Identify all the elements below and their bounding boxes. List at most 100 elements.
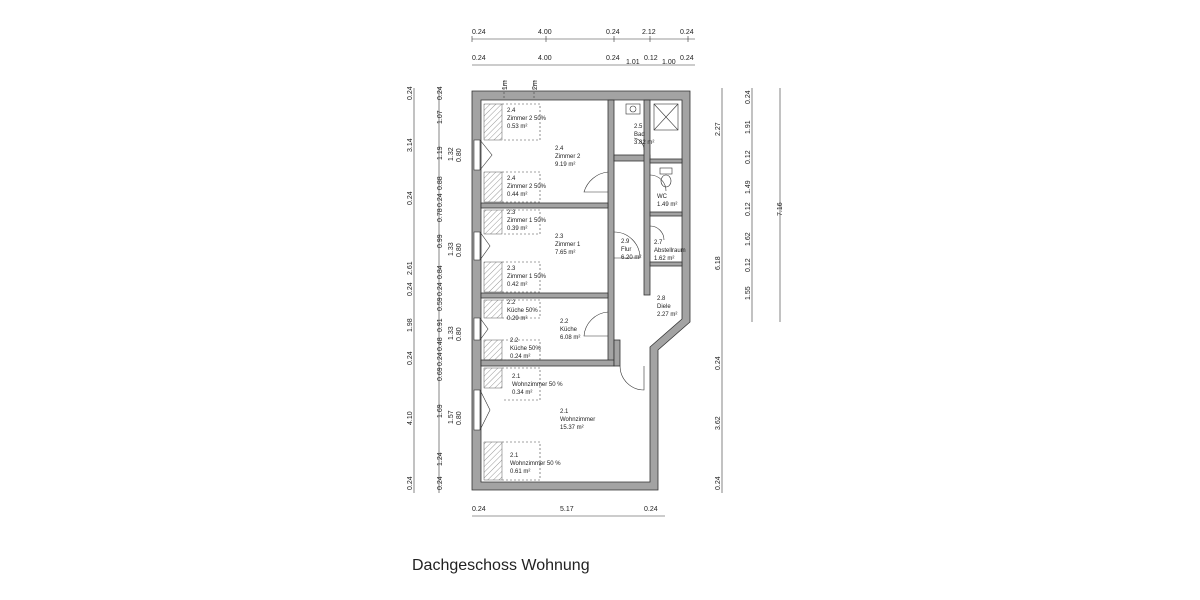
room-name: Küche: [560, 327, 578, 333]
room-area: 3.82 m²: [634, 140, 654, 146]
dim-left1-label: 1.98: [407, 318, 414, 332]
dim-bottom-label: 0.24: [644, 506, 658, 513]
room-area: 1.62 m²: [654, 256, 674, 262]
room-id: WC: [657, 194, 668, 200]
dim-bottom-label: 0.24: [472, 506, 486, 513]
dim-top2-label: 0.24: [680, 55, 694, 62]
dim-right1-label: 0.24: [715, 476, 722, 490]
dim-top1-label: 0.24: [680, 29, 694, 36]
right-dimensions: [721, 88, 781, 493]
dim-left1-label: 0.24: [407, 476, 414, 490]
room-id: 2.1: [512, 374, 521, 380]
room-area: 2.27 m²: [657, 312, 677, 318]
room-name: Zimmer 1 50%: [507, 218, 547, 224]
dim-top1-label: 2.12: [642, 29, 656, 36]
dim-right2-label: 0.24: [745, 90, 752, 104]
fifty-percent-boundaries: [502, 80, 541, 481]
room-area: 0.53 m²: [507, 124, 527, 130]
dim-right2-label: 1.62: [745, 232, 752, 246]
dim-left2-label: 1.07: [437, 110, 444, 124]
dim-top2-label: 0.24: [472, 55, 486, 62]
room-name: Zimmer 1 50%: [507, 274, 547, 280]
room-area: 7.65 m²: [555, 250, 575, 256]
dim-top2-label: 0.12: [644, 55, 658, 62]
dim-top2-label: 4.00: [538, 55, 552, 62]
room-id: 2.8: [657, 296, 666, 302]
room-id: 2.3: [507, 266, 516, 272]
room-id: 2.5: [634, 124, 643, 130]
dim-right2-label: 1.55: [745, 286, 752, 300]
room-name: Zimmer 2 50%: [507, 184, 547, 190]
room-id: 2.3: [555, 234, 564, 240]
room-id: 2.4: [507, 108, 516, 114]
dim-right3-label: 7.16: [777, 202, 784, 216]
room-id: 2.4: [555, 146, 564, 152]
dim-left2-label: 0.24: [437, 352, 444, 366]
dim-top2-label: 0.24: [606, 55, 620, 62]
left-dimensions: [413, 88, 440, 493]
dim-left3-label: 1.32: [448, 147, 455, 161]
interior-walls: [480, 99, 683, 367]
dim-left2-label: 0.91: [437, 318, 444, 332]
room-name: Wohnzimmer: [560, 417, 595, 423]
dim-right2-label: 0.12: [745, 202, 752, 216]
dim-top1-label: 0.24: [606, 29, 620, 36]
room-area: 0.61 m²: [510, 469, 530, 475]
room-area: 0.29 m²: [507, 316, 527, 322]
dim-top-small-label: 1m: [502, 80, 509, 90]
dim-top2-label: 1.01: [626, 59, 640, 66]
dim-left2-label: 0.84: [437, 265, 444, 279]
dim-left2-label: 0.24: [437, 476, 444, 490]
room-name: Küche 50%: [510, 346, 541, 352]
plan-caption: Dachgeschoss Wohnung: [412, 557, 590, 574]
top-dimensions: [472, 38, 695, 66]
dim-left1-label: 0.24: [407, 86, 414, 100]
dim-left1-label: 0.24: [407, 282, 414, 296]
dim-bottom-label: 5.17: [560, 506, 574, 513]
dim-top1-label: 0.24: [472, 29, 486, 36]
dim-left3-label: 0.80: [456, 243, 463, 257]
dim-left1-label: 0.24: [407, 191, 414, 205]
room-area: 0.39 m²: [507, 226, 527, 232]
dim-right2-label: 1.91: [745, 120, 752, 134]
dim-left2-label: 0.78: [437, 208, 444, 222]
dim-left3-label: 0.80: [456, 327, 463, 341]
dim-left3-label: 0.80: [456, 411, 463, 425]
dim-left1-label: 3.14: [407, 138, 414, 152]
windows: [473, 139, 493, 431]
dim-left3-label: 1.57: [448, 410, 455, 424]
room-name: Diele: [657, 304, 671, 310]
room-area: 0.44 m²: [507, 192, 527, 198]
room-name: Flur: [621, 247, 631, 253]
room-id: 2.7: [654, 240, 663, 246]
room-id: 2.9: [621, 239, 630, 245]
room-name: Wohnzimmer 50 %: [512, 382, 563, 388]
room-name: Abstellraum: [654, 248, 686, 254]
room-id: 2.2: [507, 300, 516, 306]
dim-right1-label: 6.18: [715, 256, 722, 270]
room-id: 2.1: [510, 453, 519, 459]
dim-right2-label: 0.12: [745, 150, 752, 164]
room-name: Zimmer 2 50%: [507, 116, 547, 122]
room-id: 2.4: [507, 176, 516, 182]
dim-left2-label: 0.24: [437, 282, 444, 296]
dim-left2-label: 1.19: [437, 146, 444, 160]
dim-left3-label: 1.33: [448, 242, 455, 256]
dim-top2-label: 1.00: [662, 59, 676, 66]
room-area: 9.19 m²: [555, 162, 575, 168]
room-name: Wohnzimmer 50 %: [510, 461, 561, 467]
bathroom-fixtures: [625, 103, 679, 188]
room-area: 0.42 m²: [507, 282, 527, 288]
dim-right1-label: 3.62: [715, 416, 722, 430]
room-id: 2.3: [507, 210, 516, 216]
room-name: Zimmer 1: [555, 242, 581, 248]
room-name: Küche 50%: [507, 308, 538, 314]
dim-left2-label: 1.69: [437, 404, 444, 418]
dim-left2-label: 0.88: [437, 176, 444, 190]
room-id: 2.2: [510, 338, 519, 344]
room-id: 2.2: [560, 319, 569, 325]
dim-right2-label: 1.49: [745, 180, 752, 194]
dim-left2-label: 0.24: [437, 193, 444, 207]
dim-left2-label: 0.69: [437, 367, 444, 381]
